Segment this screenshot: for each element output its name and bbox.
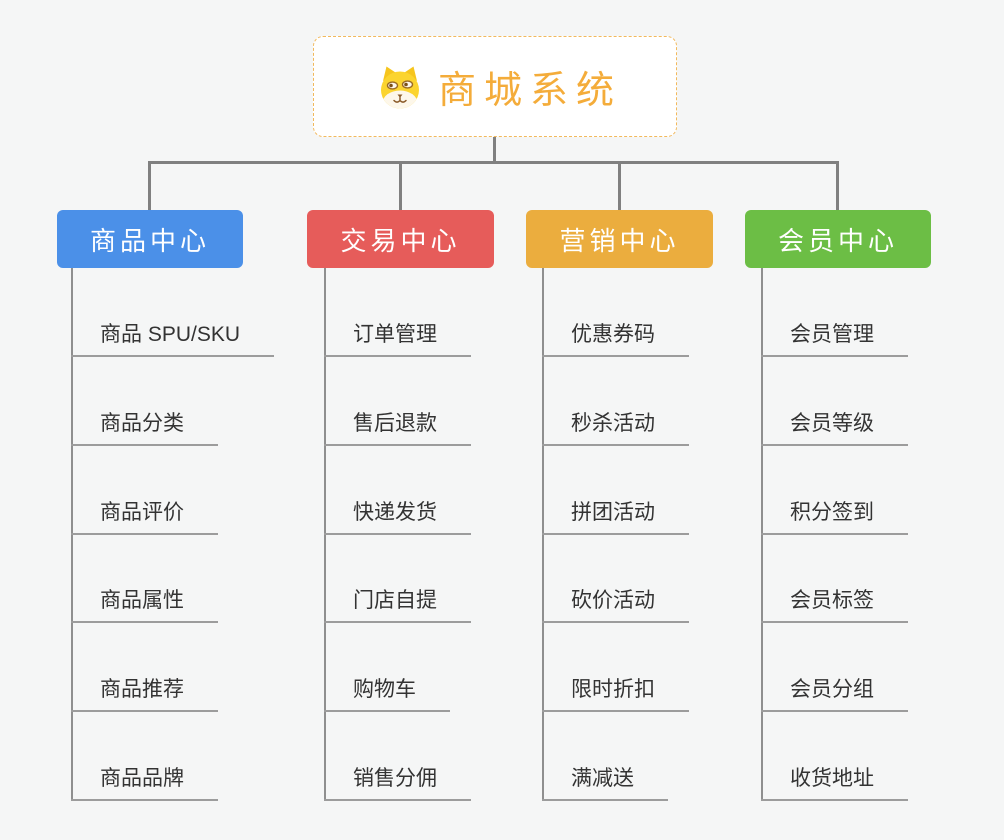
leaf-node[interactable]: 商品属性 — [71, 590, 218, 623]
leaf-node-label: 秒杀活动 — [542, 413, 689, 446]
root-node[interactable]: 商城系统 — [313, 36, 677, 137]
leaf-node[interactable]: 会员标签 — [761, 590, 908, 623]
leaf-node[interactable]: 满减送 — [542, 768, 668, 801]
leaf-node[interactable]: 门店自提 — [324, 590, 471, 623]
connector-drop-member — [836, 161, 839, 210]
leaf-node[interactable]: 会员分组 — [761, 679, 908, 712]
leaf-node-label: 商品推荐 — [71, 679, 218, 712]
leaf-node-label: 售后退款 — [324, 413, 471, 446]
leaf-node[interactable]: 秒杀活动 — [542, 413, 689, 446]
leaf-node[interactable]: 售后退款 — [324, 413, 471, 446]
branch-node-label: 交易中心 — [340, 225, 461, 256]
root-node-label: 商城系统 — [437, 70, 622, 112]
leaf-node-label: 会员标签 — [761, 590, 908, 623]
branch-node-trade[interactable]: 交易中心 — [307, 210, 494, 268]
leaf-node[interactable]: 会员管理 — [761, 324, 908, 357]
leaf-node-label: 积分签到 — [761, 502, 908, 535]
leaf-node-label: 门店自提 — [324, 590, 471, 623]
leaf-node-label: 商品 SPU/SKU — [71, 324, 275, 357]
leaf-node[interactable]: 商品评价 — [71, 502, 218, 535]
leaf-node-label: 限时折扣 — [542, 679, 689, 712]
branch-node-label: 商品中心 — [89, 225, 210, 256]
branch-node-label: 会员中心 — [777, 225, 898, 256]
branch-node-marketing[interactable]: 营销中心 — [526, 210, 713, 268]
leaf-node-label: 商品品牌 — [71, 768, 218, 801]
leaf-node-label: 购物车 — [324, 679, 450, 712]
connector-rail — [148, 161, 839, 164]
leaf-node[interactable]: 限时折扣 — [542, 679, 689, 712]
leaf-node-label: 会员等级 — [761, 413, 908, 446]
leaf-node-label: 商品属性 — [71, 590, 218, 623]
leaf-node[interactable]: 会员等级 — [761, 413, 908, 446]
connector-drop-product — [148, 161, 151, 210]
leaf-node[interactable]: 商品推荐 — [71, 679, 218, 712]
branch-node-member[interactable]: 会员中心 — [745, 210, 931, 268]
leaf-node-label: 拼团活动 — [542, 502, 689, 535]
leaf-node-label: 优惠券码 — [542, 324, 689, 357]
branch-node-label: 营销中心 — [559, 225, 680, 256]
leaf-node-label: 销售分佣 — [324, 768, 471, 801]
leaf-node[interactable]: 砍价活动 — [542, 590, 689, 623]
leaf-node-label: 会员管理 — [761, 324, 908, 357]
leaf-node[interactable]: 购物车 — [324, 679, 450, 712]
leaf-node-label: 商品分类 — [71, 413, 218, 446]
connector-drop-marketing — [618, 161, 621, 210]
connector-root-drop — [493, 136, 496, 163]
leaf-node[interactable]: 收货地址 — [761, 768, 908, 801]
leaf-node[interactable]: 商品品牌 — [71, 768, 218, 801]
leaf-node[interactable]: 订单管理 — [324, 324, 471, 357]
leaf-node-label: 会员分组 — [761, 679, 908, 712]
leaf-node[interactable]: 商品分类 — [71, 413, 218, 446]
leaf-node-label: 快递发货 — [324, 502, 471, 535]
connector-drop-trade — [399, 161, 402, 210]
leaf-node[interactable]: 快递发货 — [324, 502, 471, 535]
leaf-node-label: 收货地址 — [761, 768, 908, 801]
branch-node-product[interactable]: 商品中心 — [57, 210, 243, 268]
dog-icon — [376, 64, 424, 110]
leaf-node-label: 砍价活动 — [542, 590, 689, 623]
leaf-node-label: 订单管理 — [324, 324, 471, 357]
leaf-node-label: 满减送 — [542, 768, 668, 801]
leaf-node[interactable]: 积分签到 — [761, 502, 908, 535]
leaf-node-label: 商品评价 — [71, 502, 218, 535]
leaf-node[interactable]: 商品 SPU/SKU — [71, 324, 275, 357]
leaf-node[interactable]: 优惠券码 — [542, 324, 689, 357]
leaf-node[interactable]: 拼团活动 — [542, 502, 689, 535]
leaf-node[interactable]: 销售分佣 — [324, 768, 471, 801]
